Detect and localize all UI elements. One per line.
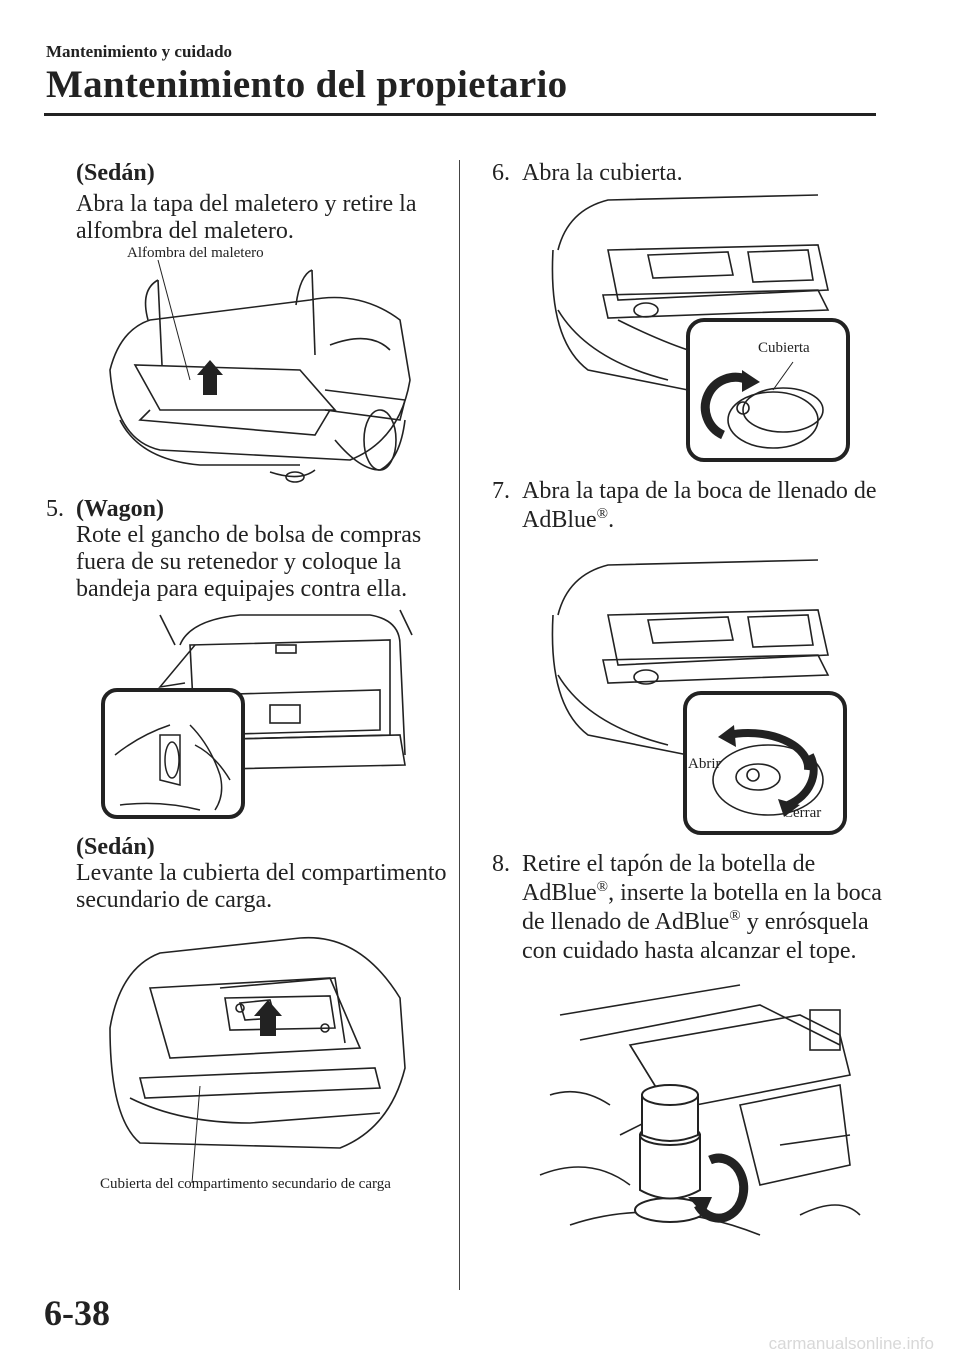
callout-trunk-mat: Alfombra del maletero [127,245,264,261]
step-6-number: 6. [492,160,510,186]
illustration-insert-adblue-bottle [539,984,861,1236]
callout-open: Abrir [688,756,721,772]
page-title: Mantenimiento del propietario [46,63,568,106]
step-5-number: 5. [46,496,64,522]
illustration-sedan-sub-trunk-cover [109,936,406,1184]
sedan-heading-1: (Sedán) [76,160,155,186]
step-8-line-2: AdBlue®, inserte la botella en la boca [522,879,882,907]
illustration-open-cover [551,194,850,462]
section-label: Mantenimiento y cuidado [46,42,233,61]
wagon-text-line-3: bandeja para equipajes contra ella. [76,576,408,602]
step-7-line-2: AdBlue®. [522,506,615,534]
step-6-text: Abra la cubierta. [522,160,683,186]
sedan2-text-line-1: Levante la cubierta del compartimento [76,860,447,886]
step-8-line-3: de llenado de AdBlue® y enrósquela [522,908,869,936]
column-divider [459,160,460,1290]
callout-sub-trunk-cover: Cubierta del compartimento secundario de… [100,1176,391,1192]
wagon-text-line-2: fuera de su retenedor y coloque la [76,549,402,575]
step-7-line-1: Abra la tapa de la boca de llenado de [522,478,877,504]
step-7-number: 7. [492,478,510,504]
sedan-heading-2: (Sedán) [76,834,155,860]
sedan-text-line-2: alfombra del maletero. [76,218,294,244]
step-8-line-4: con cuidado hasta alcanzar el tope. [522,938,857,964]
watermark: carmanualsonline.info [768,1334,934,1353]
step-8-line-1: Retire el tapón de la botella de [522,851,816,877]
illustration-open-adblue-cap [551,559,847,835]
callout-cover: Cubierta [758,340,810,356]
sedan-text-line-1: Abra la tapa del maletero y retire la [76,191,417,217]
step-8-number: 8. [492,851,510,877]
sedan2-text-line-2: secundario de carga. [76,887,273,913]
header-rule [44,113,876,116]
callout-close: Cerrar [783,805,822,821]
wagon-text-line-1: Rote el gancho de bolsa de compras [76,522,422,548]
illustration-sedan-trunk-mat [109,259,411,483]
page-number: 6-38 [44,1293,110,1333]
illustration-wagon-luggage-board [101,609,413,819]
wagon-heading: (Wagon) [76,496,165,522]
